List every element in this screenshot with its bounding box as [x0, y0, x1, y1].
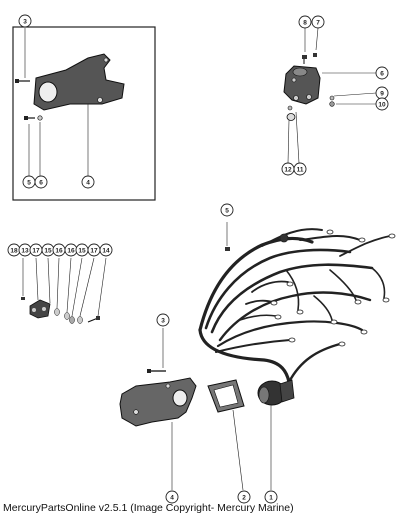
callout-8: 8 [298, 15, 312, 29]
wiring-harness [198, 228, 391, 390]
callout-9: 9 [375, 86, 389, 100]
svg-text:12: 12 [284, 166, 292, 173]
callout-2-bottom: 2 [237, 490, 251, 504]
switch-assembly [21, 297, 100, 324]
svg-text:5: 5 [225, 207, 229, 214]
svg-text:8: 8 [303, 19, 307, 26]
svg-text:6: 6 [39, 179, 43, 186]
svg-text:3: 3 [23, 18, 27, 25]
callout-14-label: 14 [102, 247, 110, 254]
svg-text:2: 2 [242, 494, 246, 501]
callout-4-bottom: 4 [165, 490, 179, 504]
callout-3-top: 3 [18, 14, 32, 28]
svg-text:16: 16 [55, 247, 63, 254]
harness-connectors [270, 229, 396, 347]
svg-text:17: 17 [90, 247, 98, 254]
svg-text:1: 1 [269, 494, 273, 501]
callout-16: 16 [52, 243, 66, 257]
svg-text:3: 3 [161, 317, 165, 324]
callout-5-mid: 5 [220, 203, 234, 217]
mounting-bracket-bottom [119, 377, 197, 427]
callout-12: 12 [281, 162, 295, 176]
callout-5-top: 5 [22, 175, 36, 189]
screw-top-left [15, 79, 30, 83]
svg-text:4: 4 [170, 494, 174, 501]
callout-15: 15 [41, 243, 55, 257]
svg-text:6: 6 [380, 70, 384, 77]
callout-7: 7 [311, 15, 325, 29]
callout-17: 17 [29, 243, 43, 257]
svg-text:7: 7 [316, 19, 320, 26]
screw-bottom [147, 328, 166, 373]
svg-text:16: 16 [67, 247, 75, 254]
svg-text:13: 13 [21, 247, 29, 254]
svg-text:5: 5 [27, 179, 31, 186]
callout-11: 11 [293, 162, 307, 176]
callout-15b: 15 [75, 243, 89, 257]
svg-text:15: 15 [78, 247, 86, 254]
svg-text:15: 15 [44, 247, 52, 254]
callout-6-right: 6 [375, 66, 389, 80]
screw-mid [225, 222, 230, 251]
svg-text:17: 17 [32, 247, 40, 254]
callout-10: 10 [375, 97, 389, 111]
starter-solenoid [283, 65, 321, 105]
mounting-bracket-top [33, 53, 125, 111]
callout-16b: 16 [64, 243, 78, 257]
callout-4-top: 4 [81, 175, 95, 189]
callout-1-bottom: 1 [264, 490, 278, 504]
callout-17b: 17 [87, 243, 101, 257]
svg-text:9: 9 [380, 90, 384, 97]
callout-18: 18 [7, 243, 21, 257]
harness-plug [257, 379, 295, 406]
screw-and-washer-top [24, 115, 43, 121]
svg-text:11: 11 [297, 166, 304, 173]
callout-13: 13 [18, 243, 32, 257]
plug-gasket [207, 379, 245, 491]
callout-14-mark: 14 [99, 243, 113, 257]
copyright-footer: MercuryPartsOnline v2.5.1 (Image Copyrig… [3, 502, 294, 514]
callout-6-top: 6 [34, 175, 48, 189]
inset-frame [12, 26, 156, 201]
svg-text:18: 18 [10, 247, 18, 254]
svg-text:4: 4 [86, 179, 90, 186]
solenoid-screws [286, 53, 335, 121]
callout-3-bottom: 3 [156, 313, 170, 327]
svg-text:10: 10 [378, 101, 386, 108]
